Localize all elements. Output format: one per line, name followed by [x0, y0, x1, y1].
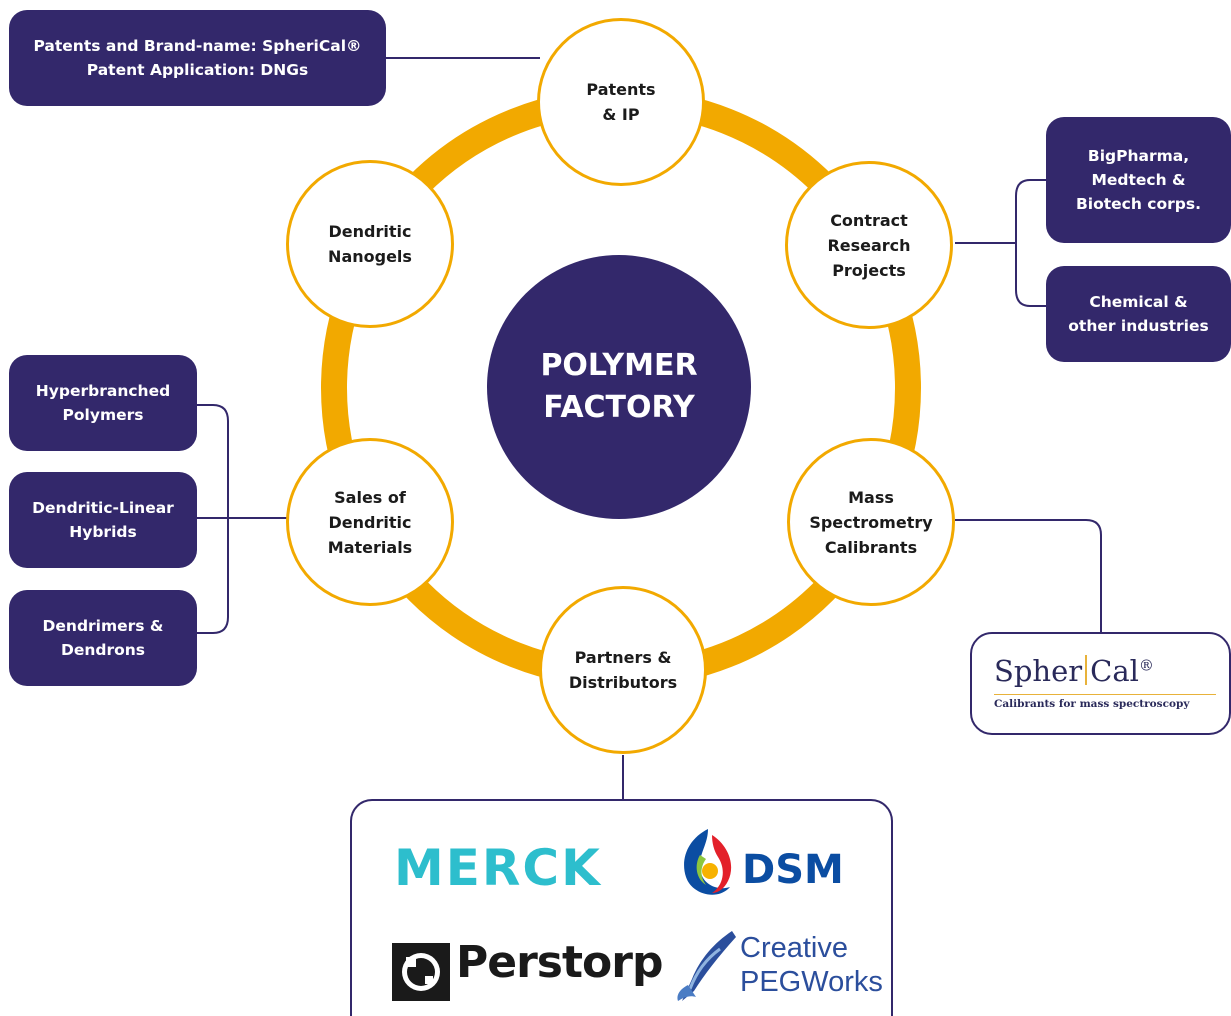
box-label: Polymers: [62, 406, 144, 424]
bracket-contract: [1015, 179, 1046, 307]
node-label: Distributors: [568, 673, 678, 692]
node-mass-spectrometry: Mass Spectrometry Calibrants: [787, 438, 955, 606]
box-hyperbranched-polymers: Hyperbranched Polymers: [9, 355, 197, 451]
box-bigpharma: BigPharma, Medtech & Biotech corps.: [1046, 117, 1231, 243]
node-dendritic-nanogels: Dendritic Nanogels: [286, 160, 454, 328]
spherical-name-part1: Spher: [994, 654, 1083, 688]
center-line2: FACTORY: [543, 390, 695, 425]
logo-divider: [1085, 655, 1088, 685]
creative-line2: PEGWorks: [740, 966, 883, 998]
box-label: Hyperbranched: [35, 382, 171, 400]
partner-logos-box: MERCK DSM Perstorp Creative PEGWorks: [350, 799, 893, 1016]
box-label: BigPharma,: [1087, 147, 1190, 165]
creative-line1: Creative: [740, 932, 848, 964]
spherical-underline: [994, 694, 1216, 695]
box-label: Dendritic-Linear: [32, 499, 174, 517]
node-label: Sales of: [334, 487, 406, 507]
box-label: Biotech corps.: [1075, 195, 1201, 213]
connector-mass-spec: [955, 519, 1102, 632]
node-label: Materials: [327, 537, 413, 557]
perstorp-icon: [392, 943, 450, 1001]
perstorp-logo-text: Perstorp: [456, 937, 663, 988]
bracket-sales: [197, 404, 229, 634]
node-label: Contract: [830, 210, 908, 230]
box-label: Patent Application: DNGs: [86, 61, 309, 79]
box-label: Patents and Brand-name: SpheriCal®: [33, 37, 362, 55]
creative-pegworks-icon: [677, 931, 736, 1001]
center-line1: POLYMER: [540, 348, 698, 383]
box-dendritic-linear-hybrids: Dendritic-Linear Hybrids: [9, 472, 197, 568]
node-label: Partners &: [574, 648, 672, 667]
box-label: other industries: [1068, 317, 1209, 335]
node-label: Mass: [848, 487, 894, 507]
box-dendrimers-dendrons: Dendrimers & Dendrons: [9, 590, 197, 686]
box-label: Dendrimers &: [42, 617, 164, 635]
spherical-tagline: Calibrants for mass spectroscopy: [994, 698, 1190, 710]
node-label: Patents: [586, 80, 656, 99]
dsm-logo-text: DSM: [742, 847, 844, 893]
spherical-registered: ®: [1138, 656, 1154, 675]
node-label: Dendritic: [328, 512, 412, 532]
node-patents-ip: Patents & IP: [537, 18, 705, 186]
box-chemical-industries: Chemical & other industries: [1046, 266, 1231, 362]
box-patents-info: Patents and Brand-name: SpheriCal® Paten…: [9, 10, 386, 106]
spherical-name-part2: Cal: [1090, 654, 1139, 688]
node-sales-dendritic: Sales of Dendritic Materials: [286, 438, 454, 606]
node-label: Dendritic: [328, 222, 412, 241]
box-label: Chemical &: [1089, 293, 1188, 311]
node-label: Spectrometry: [809, 512, 933, 532]
node-label: Nanogels: [328, 247, 412, 266]
creative-pegworks-logo-text: Creative PEGWorks: [740, 931, 883, 999]
box-label: Hybrids: [69, 523, 137, 541]
node-partners-distributors: Partners & Distributors: [539, 586, 707, 754]
box-label: Dendrons: [60, 641, 146, 659]
node-contract-research: Contract Research Projects: [785, 161, 953, 329]
node-label: Projects: [832, 260, 906, 280]
node-label: Calibrants: [824, 537, 918, 557]
node-label: Research: [827, 235, 911, 255]
merck-logo: MERCK: [394, 839, 602, 897]
node-label: & IP: [602, 105, 640, 124]
polymer-factory-center: POLYMER FACTORY: [487, 255, 751, 519]
dsm-flame-icon: [684, 829, 732, 895]
box-label: Medtech &: [1091, 171, 1186, 189]
